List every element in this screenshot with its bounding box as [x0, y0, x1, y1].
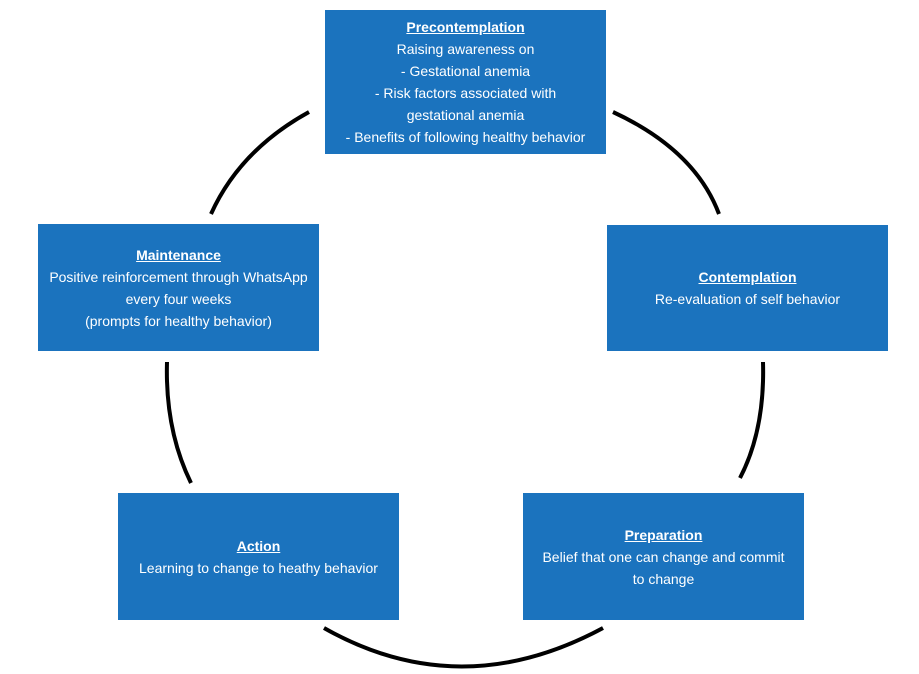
- maintenance-box: Maintenance Positive reinforcement throu…: [38, 224, 319, 351]
- precontemplation-line: - Gestational anemia: [400, 63, 531, 79]
- contemplation-title: Contemplation: [698, 269, 797, 285]
- arc-precontemplation-to-contemplation: [612, 110, 721, 215]
- precontemplation-box: Precontemplation Raising awareness on - …: [325, 10, 606, 154]
- maintenance-line: (prompts for healthy behavior): [85, 312, 272, 329]
- action-line: Learning to change to heathy behavior: [139, 559, 378, 576]
- arc-action-to-maintenance: [164, 361, 193, 484]
- preparation-title: Preparation: [624, 526, 703, 543]
- action-title: Action: [236, 537, 281, 554]
- precontemplation-title: Precontemplation: [406, 19, 525, 35]
- precontemplation-line: - Benefits of following healthy behavior: [345, 129, 586, 145]
- preparation-line: Belief that one can change and commit: [542, 548, 785, 565]
- precontemplation-line: Raising awareness on: [396, 41, 535, 57]
- maintenance-title: Maintenance: [136, 246, 221, 263]
- precontemplation-line: gestational anemia: [406, 107, 525, 123]
- action-box: Action Learning to change to heathy beha…: [118, 493, 399, 620]
- contemplation-line: Re-evaluation of self behavior: [654, 291, 841, 307]
- arc-contemplation-to-preparation: [738, 361, 766, 479]
- maintenance-line: every four weeks: [125, 290, 232, 307]
- precontemplation-line: - Risk factors associated with: [374, 85, 557, 101]
- maintenance-line: Positive reinforcement through WhatsApp: [49, 268, 308, 285]
- arc-preparation-to-action: [323, 626, 604, 669]
- preparation-box: Preparation Belief that one can change a…: [523, 493, 804, 620]
- arc-maintenance-to-precontemplation: [209, 110, 310, 215]
- contemplation-box: Contemplation Re-evaluation of self beha…: [607, 225, 888, 351]
- preparation-line: to change: [632, 570, 695, 587]
